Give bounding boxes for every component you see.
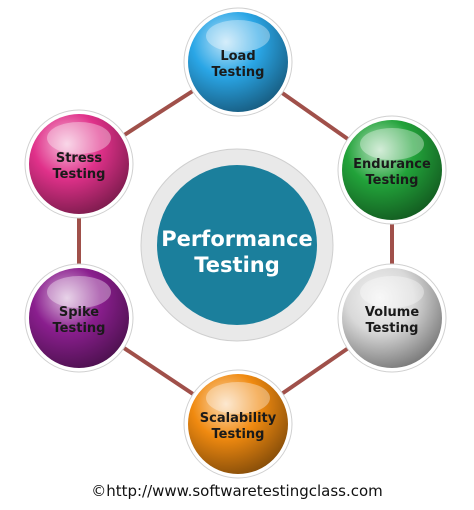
node-label-line: Scalability: [200, 411, 277, 426]
node-label-line: Testing: [366, 321, 419, 336]
node-sphere: [188, 374, 288, 474]
node-sphere: [29, 114, 129, 214]
footer-credit: ©http://www.softwaretestingclass.com: [0, 482, 474, 500]
node-highlight: [206, 382, 270, 414]
node-highlight: [47, 122, 111, 154]
node-label-line: Endurance: [353, 157, 431, 172]
node-label-line: Load: [220, 49, 255, 64]
center-circle: Performance Testing: [140, 148, 334, 342]
node-label-line: Testing: [212, 65, 265, 80]
copyright-symbol: ©: [91, 482, 107, 500]
center-label-line-2: Testing: [194, 253, 280, 277]
testing-type-nodes: LoadTestingEnduranceTestingVolumeTesting…: [24, 7, 447, 479]
node-label-line: Testing: [366, 173, 419, 188]
center-core: [157, 165, 317, 325]
center-label-line-1: Performance: [161, 227, 313, 251]
node-highlight: [47, 276, 111, 308]
node-label-line: Spike: [59, 305, 99, 320]
node-label-line: Stress: [56, 151, 103, 166]
node-highlight: [360, 128, 424, 160]
node-label-line: Testing: [53, 321, 106, 336]
node-sphere: [342, 268, 442, 368]
node-label-line: Testing: [53, 167, 106, 182]
node-highlight: [360, 276, 424, 308]
node-sphere: [29, 268, 129, 368]
footer-url: http://www.softwaretestingclass.com: [106, 482, 383, 500]
node-label-line: Volume: [365, 305, 420, 320]
node-sphere: [188, 12, 288, 112]
node-label-line: Testing: [212, 427, 265, 442]
node-sphere: [342, 120, 442, 220]
node-highlight: [206, 20, 270, 52]
